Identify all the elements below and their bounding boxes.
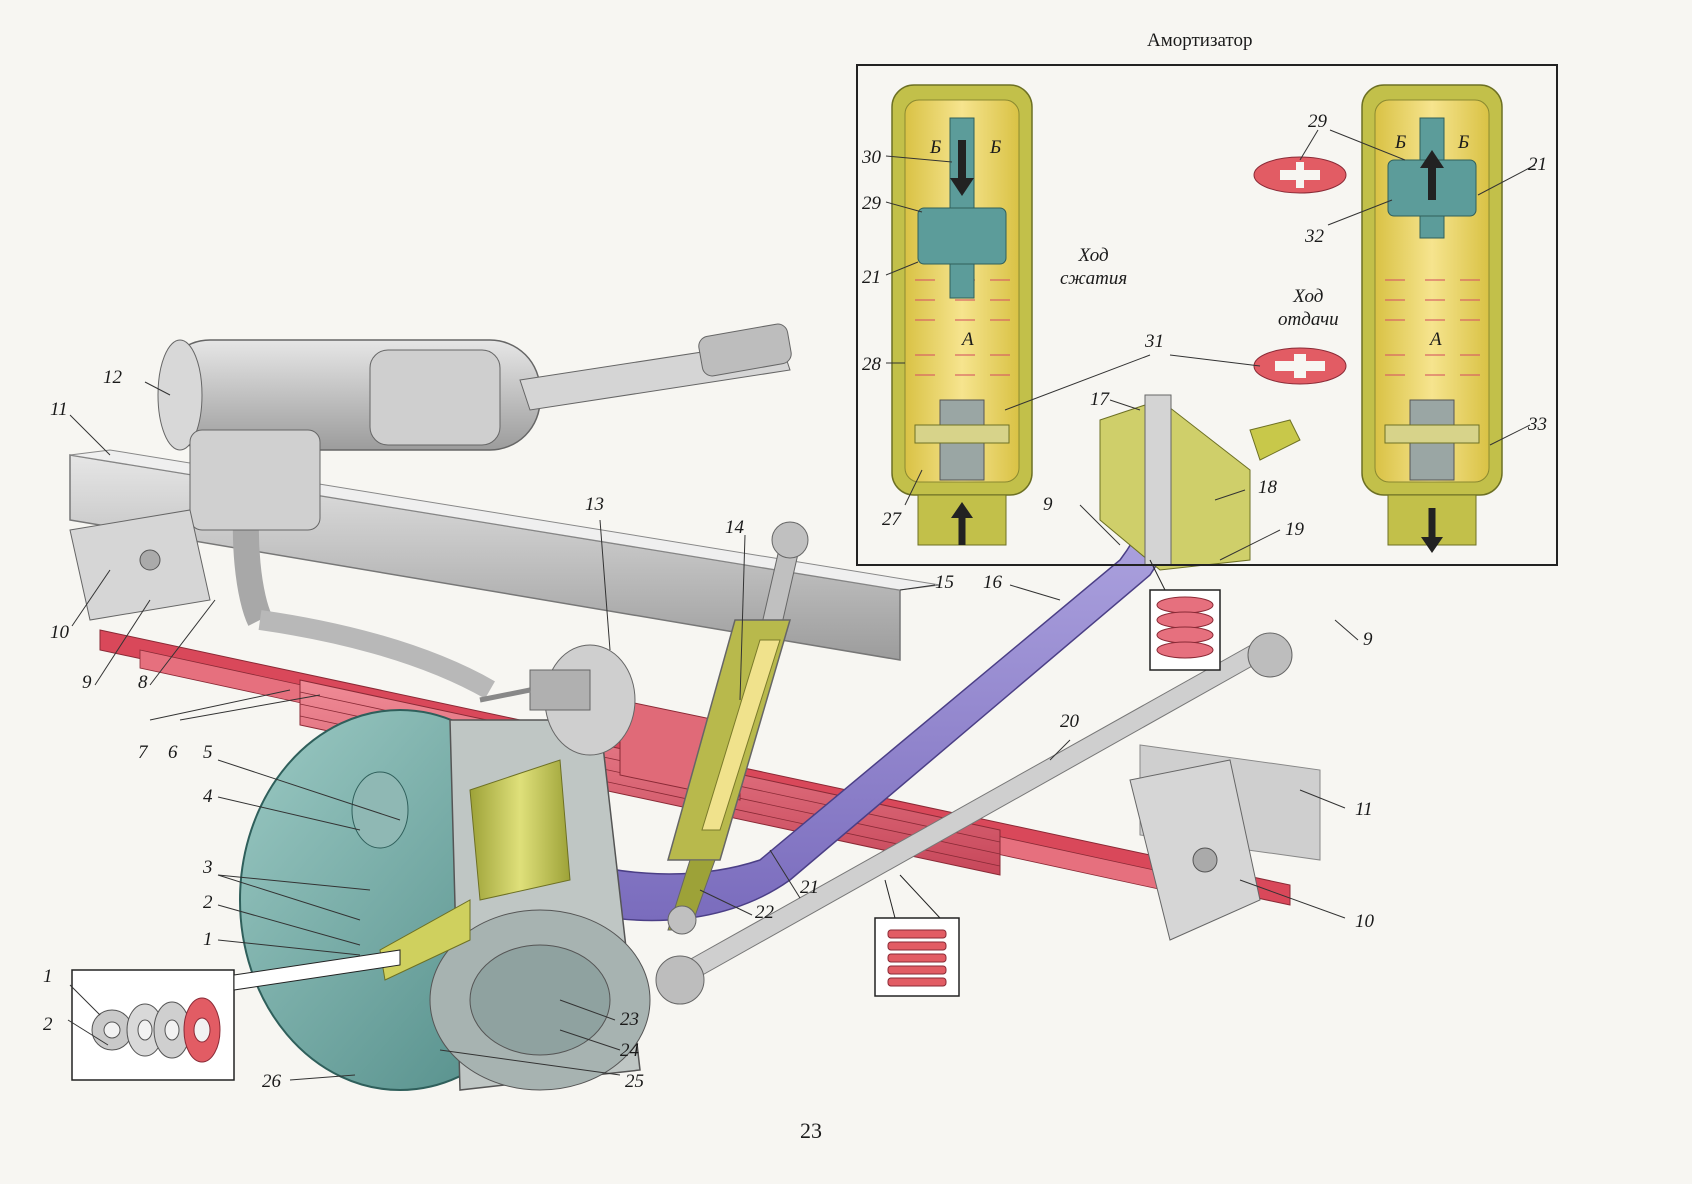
compression-stroke-label: Ход сжатия <box>1060 245 1127 291</box>
valve-disc-icon <box>1253 347 1347 385</box>
cavity-a-label: А <box>1430 329 1442 350</box>
callout-16: 16 <box>983 572 1002 593</box>
cavity-b-label: Б <box>1458 132 1470 153</box>
callout-25: 25 <box>625 1071 644 1092</box>
callout-24: 24 <box>620 1040 639 1061</box>
cavity-b-label: Б <box>1395 132 1407 153</box>
callout-33: 33 <box>1528 414 1547 435</box>
callout-21: 21 <box>800 877 819 898</box>
callout-12: 12 <box>103 367 122 388</box>
callout-15: 15 <box>935 572 954 593</box>
callout-9: 9 <box>82 672 92 693</box>
page-number: 23 <box>800 1118 822 1143</box>
brake-chamber <box>479 644 636 756</box>
callout-23: 23 <box>620 1009 639 1030</box>
compression-stroke-line2: сжатия <box>1060 267 1128 289</box>
callout-29: 29 <box>862 193 881 214</box>
shock-inset-frame <box>856 64 1558 566</box>
callout-6: 6 <box>168 742 178 763</box>
callout-29: 29 <box>1308 111 1327 132</box>
callout-22: 22 <box>755 902 774 923</box>
callout-8: 8 <box>138 672 148 693</box>
shock-section-compression <box>891 84 1033 546</box>
nut-icon <box>91 1009 133 1051</box>
cavity-b-label: Б <box>930 137 942 158</box>
callout-31: 31 <box>1145 331 1164 352</box>
callout-7: 7 <box>138 742 148 763</box>
callout-21: 21 <box>1528 154 1547 175</box>
callout-18: 18 <box>1258 477 1277 498</box>
leader-lines <box>69 381 1359 1081</box>
callout-9: 9 <box>1043 494 1053 515</box>
callout-13: 13 <box>585 494 604 515</box>
callout-4: 4 <box>203 786 213 807</box>
seal-ring-icon <box>183 997 221 1063</box>
callout-11: 11 <box>50 399 68 420</box>
callout-26: 26 <box>262 1071 281 1092</box>
cavity-b-label: Б <box>990 137 1002 158</box>
callout-14: 14 <box>725 517 744 538</box>
cavity-a-label: А <box>962 329 974 350</box>
callout-5: 5 <box>203 742 213 763</box>
spring-bracket-right <box>1129 759 1261 941</box>
shock-absorber-title: Амортизатор <box>1147 30 1253 51</box>
callout-30: 30 <box>862 147 881 168</box>
callout-17: 17 <box>1090 389 1109 410</box>
callout-2: 2 <box>43 1014 53 1035</box>
leaf-section-inset <box>874 874 960 997</box>
tie-rod <box>655 632 1293 1005</box>
rebound-stroke-line1: Ход <box>1293 286 1324 307</box>
callout-27: 27 <box>882 509 901 530</box>
washer-icon <box>153 1001 191 1059</box>
washer-detail-inset <box>67 949 401 1081</box>
valve-disc-icon <box>1253 156 1347 194</box>
callout-3: 3 <box>203 857 213 878</box>
lock-washer-icon <box>126 1003 164 1057</box>
callout-1: 1 <box>203 929 213 950</box>
compression-stroke-line1: Ход <box>1078 245 1109 266</box>
callout-20: 20 <box>1060 711 1079 732</box>
callout-11: 11 <box>1355 799 1373 820</box>
inset-leader-lines <box>885 129 1536 506</box>
callout-32: 32 <box>1305 226 1324 247</box>
spring-washer-inset <box>1149 559 1221 671</box>
callout-10: 10 <box>1355 911 1374 932</box>
brake-assembly <box>239 709 651 1091</box>
callout-10: 10 <box>50 622 69 643</box>
callout-1: 1 <box>43 966 53 987</box>
shock-section-rebound <box>1361 84 1503 553</box>
steering-gear <box>157 323 792 699</box>
steering-knuckle-right <box>1099 394 1301 571</box>
callout-9: 9 <box>1363 629 1373 650</box>
rebound-stroke-line2: отдачи <box>1278 308 1339 330</box>
shock-absorber <box>667 521 809 935</box>
spring-bracket-left <box>69 509 211 621</box>
callout-2: 2 <box>203 892 213 913</box>
callout-19: 19 <box>1285 519 1304 540</box>
rebound-stroke-label: Ход отдачи <box>1278 286 1339 332</box>
callout-21: 21 <box>862 267 881 288</box>
callout-28: 28 <box>862 354 881 375</box>
